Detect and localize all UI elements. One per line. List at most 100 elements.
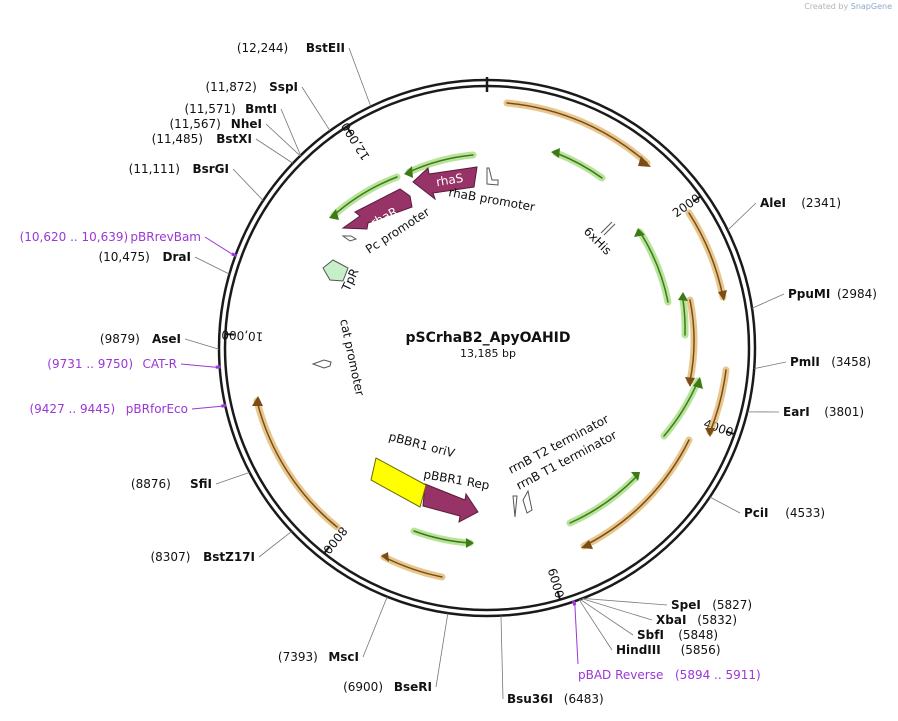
green-arc (333, 176, 398, 216)
restriction-site-SspI: SspI (11,872) (205, 80, 298, 94)
green-arc (410, 527, 474, 547)
site-name: AleI (760, 196, 786, 210)
site-position: (11,872) (205, 80, 256, 94)
site-position: (8307) (150, 550, 190, 564)
gene-features: rhaS rhaR (311, 166, 616, 523)
green-arrowhead (404, 166, 413, 178)
site-leader-line (578, 599, 613, 651)
green-arrowhead (551, 148, 560, 158)
orf-arc (256, 400, 338, 528)
orf-arc (253, 397, 341, 531)
site-leader-line (581, 598, 653, 621)
primer-name: pBRforEco (126, 402, 188, 416)
restriction-site-NheI: NheI(11,567) (169, 117, 262, 131)
primer-pBRrevBam: pBRrevBam(10,620 .. 10,639) (20, 230, 238, 258)
orf-arrowhead (252, 396, 263, 406)
rrnB-terminator-T2-mark (512, 495, 518, 518)
site-name: EarI (783, 405, 810, 419)
restriction-site-BstZ17I: BstZ17I (8307) (150, 550, 255, 564)
misc-feature-arcs (329, 148, 703, 548)
rhaB-promoter-arrow (486, 167, 499, 186)
site-name: BstXI (216, 132, 252, 146)
site-leader-line (579, 598, 634, 636)
orf-arc (380, 553, 446, 581)
site-position: (3458) (831, 355, 871, 369)
primer-range: (10,620 .. 10,639) (20, 230, 129, 244)
site-position: (5832) (697, 613, 737, 627)
site-name: SspI (269, 80, 298, 94)
site-leader-line (751, 293, 785, 309)
site-leader-line (258, 531, 292, 558)
site-name: HindIII (616, 643, 661, 657)
pBBR1-Rep-gene-arrow (422, 483, 479, 523)
primer-mark (220, 403, 227, 408)
primer-name: pBAD Reverse (578, 668, 663, 682)
green-arc (408, 154, 474, 173)
6xHis-tag-mark (600, 221, 613, 234)
site-name: BstZ17I (203, 550, 255, 564)
restriction-site-Bsu36I: Bsu36I(6483) (507, 692, 604, 706)
restriction-site-AseI: AseI(9879) (100, 332, 181, 346)
site-name: SpeI (671, 598, 701, 612)
restriction-site-BstXI: BstXI(11,485) (152, 132, 252, 146)
orf-arc (689, 299, 695, 382)
TpR-marker-arrow (322, 259, 349, 282)
site-leader-line (280, 108, 301, 156)
site-position: (7393) (278, 650, 318, 664)
site-leader-line (754, 361, 787, 370)
primer-range: (5894 .. 5911) (675, 668, 761, 682)
restriction-site-SbfI: SbfI(5848) (637, 628, 718, 642)
green-arrowhead (678, 292, 688, 301)
site-position: (3801) (824, 405, 864, 419)
tick-mark (692, 195, 702, 203)
site-position: (11,571) (184, 102, 235, 116)
restriction-site-EarI: EarI (3801) (783, 405, 864, 419)
tick-mark (345, 126, 353, 135)
tick-mark (323, 545, 331, 554)
site-name: BseRI (394, 680, 432, 694)
restriction-site-BstEII: BstEII(12,244) (237, 41, 345, 55)
primer-range: (9427 .. 9445) (29, 402, 115, 416)
tick-label: 12,000 (338, 120, 372, 163)
site-position: (10,475) (98, 250, 149, 264)
site-leader-line (194, 256, 230, 275)
site-leader-line (215, 472, 250, 485)
rhaS-label: rhaS (435, 171, 464, 190)
site-leader-line (435, 613, 449, 688)
restriction-site-SfiI: SfiI(8876) (131, 477, 212, 491)
orf-arrowhead (705, 428, 715, 437)
site-position: (2341) (801, 196, 841, 210)
restriction-site-BsrGI: BsrGI(11,111) (129, 162, 229, 176)
site-position: (6483) (564, 692, 604, 706)
site-name: PmlI (790, 355, 820, 369)
site-position: (5848) (678, 628, 718, 642)
restriction-site-SpeI: SpeI (5827) (671, 598, 752, 612)
rrnB-terminator-T1-mark (522, 489, 533, 514)
primer-leader-line (574, 605, 579, 665)
primer-leader-line (180, 363, 216, 368)
site-leader-line (232, 168, 264, 201)
Pc-promoter-arrow (341, 235, 358, 242)
rhaB-promoter-label: rhaB promoter (447, 185, 536, 214)
site-leader-line (301, 86, 331, 131)
orf-arrowhead (581, 540, 593, 549)
restriction-site-MscI: MscI (7393) (278, 650, 359, 664)
site-name: MscI (328, 650, 359, 664)
orf-arc (580, 436, 693, 550)
rhaS-gene-arrow (412, 166, 478, 201)
orf-arc (506, 102, 648, 164)
restriction-site-PpuMI: PpuMI(2984) (788, 287, 877, 301)
orf-arc (583, 439, 690, 547)
plasmid-length: 13,185 bp (460, 347, 516, 360)
site-position: (6900) (343, 680, 383, 694)
primer-leader-line (204, 236, 233, 255)
snapgene-watermark: Created by SnapGene (804, 2, 892, 11)
green-arc (636, 228, 672, 306)
orf-arrowhead (685, 377, 695, 387)
restriction-site-AleI: AleI (2341) (760, 196, 841, 210)
primer-mark (231, 252, 238, 258)
site-name: AseI (152, 332, 181, 346)
site-position: (5827) (712, 598, 752, 612)
pBBR1-oriV-label: pBBR1 oriV (387, 429, 457, 460)
